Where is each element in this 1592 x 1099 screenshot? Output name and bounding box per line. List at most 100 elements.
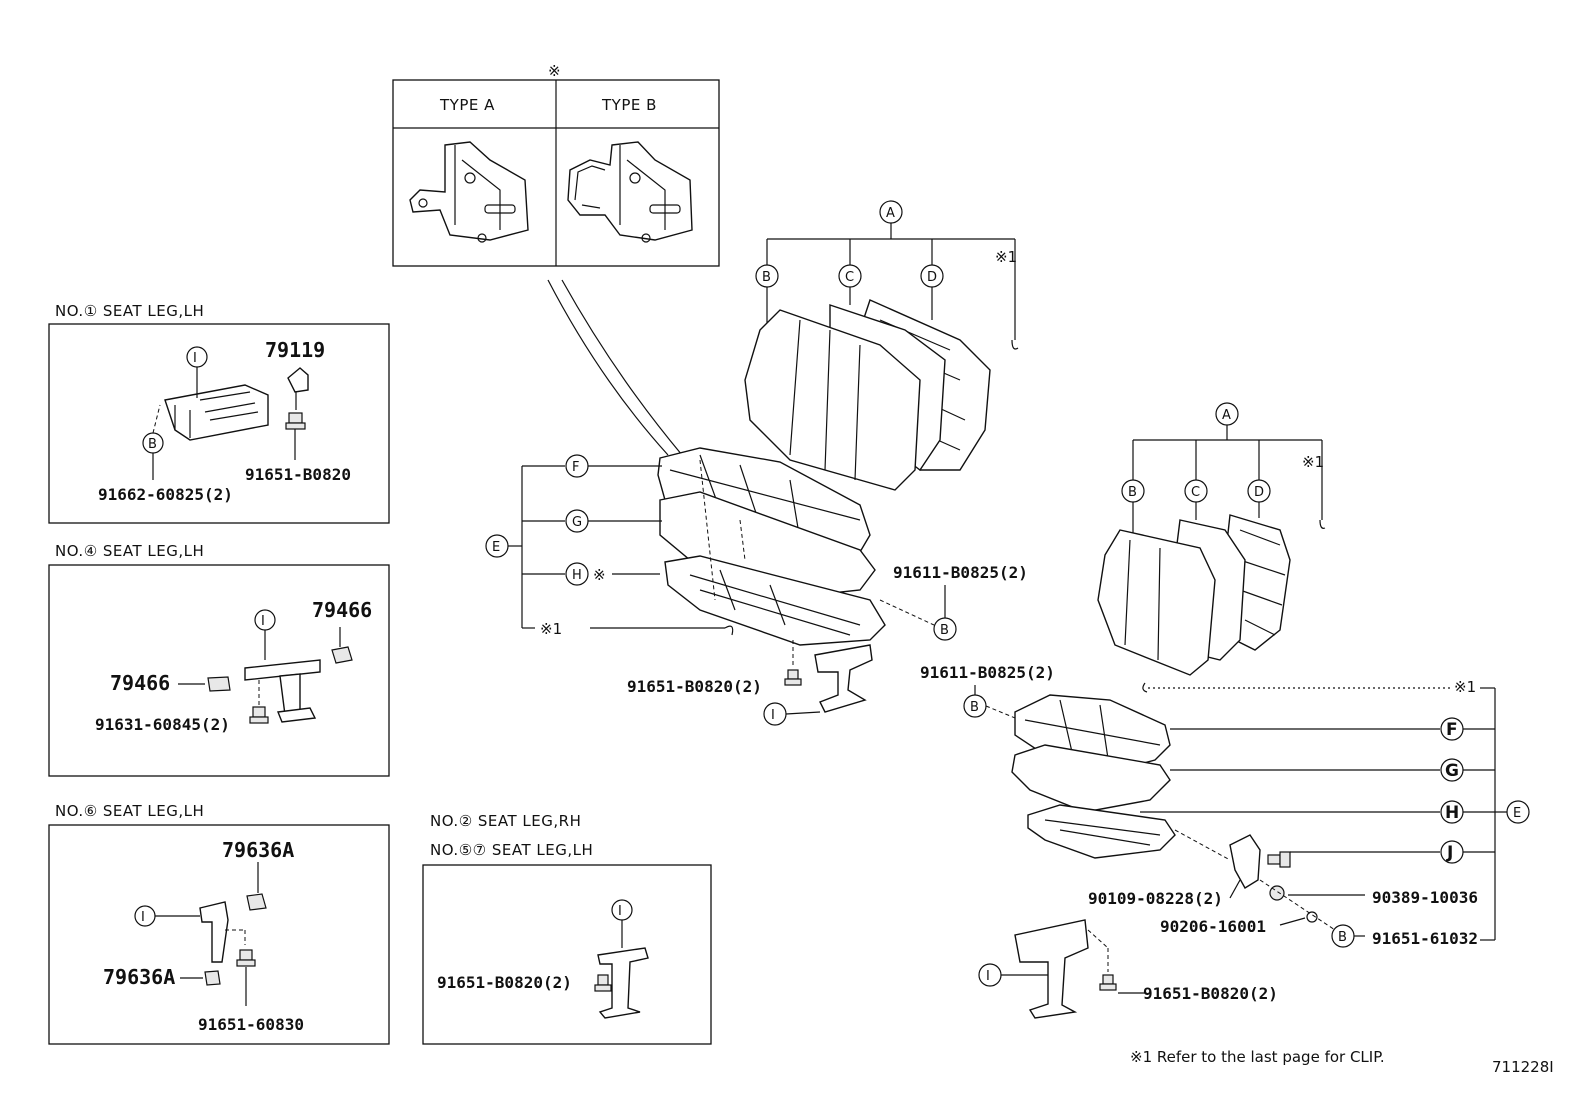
callout-text: C <box>845 270 854 285</box>
bolt-drawing <box>784 669 802 686</box>
callout-I: I <box>254 609 276 660</box>
clip-part <box>331 646 353 664</box>
part-number: 91631-60845(2) <box>95 715 230 734</box>
seat-leg-bracket-drawing <box>164 384 269 441</box>
part-number: 91611-B0825(2) <box>893 563 1028 582</box>
cushion-pad <box>1011 744 1171 813</box>
type-b-hinge-drawing <box>567 141 693 243</box>
type-a-hinge-drawing <box>409 141 529 243</box>
callout-I: I <box>186 346 208 398</box>
callout-B: B <box>1121 479 1145 503</box>
diagram-id: 711228I <box>1492 1058 1554 1076</box>
bolt-drawing <box>594 974 612 992</box>
panel-no1-title: NO.① SEAT LEG,LH <box>55 302 204 320</box>
clip-hook <box>724 625 734 636</box>
callout-I: I <box>611 899 633 948</box>
callout-text: I <box>986 969 990 984</box>
type-table: ※ TYPE A TYPE B <box>392 62 720 267</box>
hinge-drawing <box>1229 834 1261 889</box>
panel-no57-title: NO.⑤⑦ SEAT LEG,LH <box>430 841 593 859</box>
seatback-cover <box>1097 529 1216 676</box>
callout-H: H <box>1440 800 1464 824</box>
callout-mark: ※ <box>593 566 606 584</box>
part-number: 91651-B0820(2) <box>1143 984 1278 1003</box>
clip-hook <box>1319 519 1326 529</box>
callout-F: F <box>1440 717 1464 741</box>
panel-no2-title: NO.② SEAT LEG,RH <box>430 812 581 830</box>
callout-H: H <box>565 562 589 586</box>
callout-C: C <box>838 264 862 288</box>
part-number: 91611-B0825(2) <box>920 663 1055 682</box>
part-number: 91651-60830 <box>198 1015 304 1034</box>
callout-text: A <box>1222 408 1231 423</box>
callout-text: I <box>193 351 197 366</box>
part-number-bold: 79466 <box>312 598 372 622</box>
callout-C: C <box>1184 479 1208 503</box>
clip-part <box>287 367 309 393</box>
callout-G: G <box>1440 758 1464 782</box>
callout-J: J <box>1440 840 1464 864</box>
clip-part <box>246 893 267 911</box>
seat-leg-drawing <box>597 947 649 1019</box>
callout-text: I <box>618 904 622 919</box>
callout-B: B <box>933 617 957 641</box>
callout-F: F <box>565 454 589 478</box>
part-number: 90206-16001 <box>1160 917 1266 936</box>
panel-no4-title: NO.④ SEAT LEG,LH <box>55 542 204 560</box>
callout-text: F <box>1446 720 1458 740</box>
callout-B: B <box>1331 924 1355 948</box>
callout-E: E <box>485 534 509 558</box>
clip-note: ※1 <box>1454 678 1476 696</box>
callout-text: B <box>940 623 949 638</box>
type-b-label: TYPE B <box>601 96 657 114</box>
panel-no6: NO.⑥ SEAT LEG,LH 79636A I 79636A 91651-6… <box>48 802 390 1045</box>
callout-G: G <box>565 509 589 533</box>
clip-hook <box>1011 339 1019 350</box>
part-number: 91662-60825(2) <box>98 485 233 504</box>
main-seat-2: A ※1 B C D ※1 91611-B0825(2) B <box>920 402 1530 1019</box>
part-number: 90389-10036 <box>1372 888 1478 907</box>
part-number-bold: 79636A <box>103 965 175 989</box>
cushion-pad <box>659 491 876 598</box>
callout-text: D <box>1254 485 1264 500</box>
callout-B: B <box>963 694 987 718</box>
bolt-drawing <box>249 706 269 724</box>
seat-leg-drawing <box>814 644 873 713</box>
seat-leg-drawing <box>199 901 229 963</box>
part-number-bold: 79119 <box>265 338 325 362</box>
panel-no4: NO.④ SEAT LEG,LH I 79466 79466 91631-608… <box>48 542 390 777</box>
part-number: 91651-B0820(2) <box>437 973 572 992</box>
callout-E: E <box>1506 800 1530 824</box>
main-seat-1: A B C D ※1 E <box>485 200 1028 726</box>
part-number-bold: 79636A <box>222 838 294 862</box>
footnote: ※1 Refer to the last page for CLIP. <box>1130 1048 1385 1066</box>
clip-part <box>207 676 231 692</box>
callout-I: I <box>763 702 787 726</box>
part-number: 91651-B0820(2) <box>627 677 762 696</box>
bolt-drawing <box>236 949 256 967</box>
clip-note: ※1 <box>1302 453 1324 471</box>
washer-drawing <box>1306 911 1318 923</box>
callout-text: G <box>1445 761 1459 781</box>
seat-leg-drawing <box>244 659 321 723</box>
clip-part <box>204 970 221 986</box>
callout-text: G <box>572 515 582 530</box>
type-table-mark: ※ <box>548 62 561 80</box>
panel-no1: NO.① SEAT LEG,LH I B 91662-60825(2) 7911… <box>48 302 390 524</box>
clip-note: ※1 <box>995 248 1017 266</box>
callout-D: D <box>920 264 944 288</box>
callout-text: J <box>1446 843 1453 863</box>
part-number-bold: 79466 <box>110 671 170 695</box>
bolt-drawing <box>285 412 306 440</box>
callout-text: B <box>148 437 157 452</box>
callout-text: E <box>492 540 500 555</box>
panel-no2-5-7: NO.② SEAT LEG,RH NO.⑤⑦ SEAT LEG,LH I 916… <box>422 812 712 1045</box>
part-number: 91651-B0820 <box>245 465 351 484</box>
callout-text: I <box>141 910 145 925</box>
callout-A: A <box>879 200 903 224</box>
clip-hook <box>1142 682 1148 693</box>
part-number: 91651-61032 <box>1372 929 1478 948</box>
bolt-drawing <box>1267 851 1291 868</box>
callout-text: B <box>1128 485 1137 500</box>
